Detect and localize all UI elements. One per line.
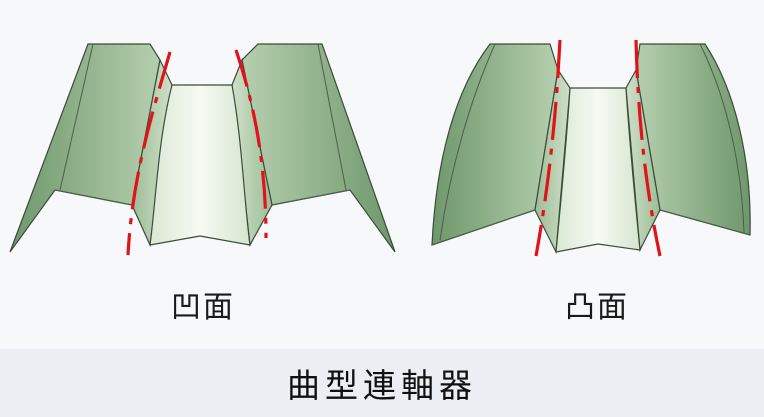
concave-tooth-diagram — [9, 43, 396, 256]
concave-edge-accent — [59, 43, 347, 191]
convex-left-flank — [431, 43, 559, 246]
figure-caption: 曲型連軸器 — [287, 366, 477, 405]
convex-marker-line-right — [634, 39, 662, 257]
convex-edge-accent — [439, 43, 745, 241]
diagram-panel: 凹面 凸面 — [9, 39, 751, 325]
convex-label: 凸面 — [565, 290, 629, 325]
convex-marker-line-left — [534, 39, 562, 257]
caption-bar: 曲型連軸器 — [0, 349, 764, 417]
concave-marker-line-right — [234, 49, 268, 239]
concave-bottom-edge — [54, 189, 351, 206]
convex-center-face — [555, 87, 641, 253]
concave-center-face — [149, 84, 251, 246]
diagram-canvas — [9, 39, 751, 257]
convex-tooth-diagram — [431, 39, 751, 257]
convex-bottom-edge — [431, 209, 751, 246]
concave-label: 凹面 — [171, 290, 235, 325]
concave-left-flank — [9, 43, 161, 253]
concave-marker-line-left — [126, 51, 172, 256]
